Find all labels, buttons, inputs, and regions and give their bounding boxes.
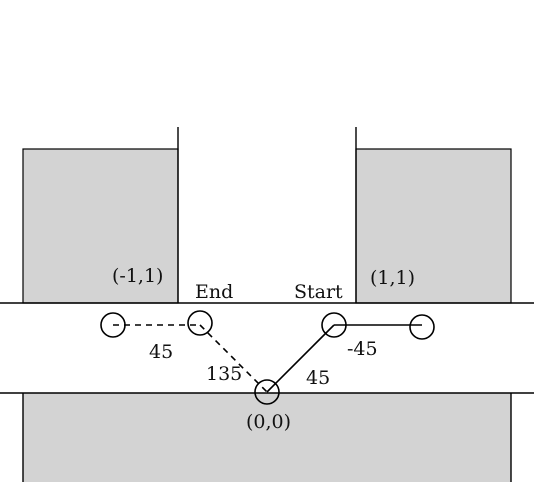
joint-end: [187, 310, 213, 336]
right-upper-block: [355, 148, 512, 304]
joint-right-outer: [409, 314, 435, 340]
angle-center-right-label: 45: [306, 367, 330, 389]
end-label: End: [195, 281, 233, 303]
angle-left-link-label: 45: [149, 341, 173, 363]
bottom-block: [23, 393, 511, 482]
joint-left-outer: [100, 312, 126, 338]
start-link-lower: [266, 324, 335, 393]
angle-right-link-label: -45: [347, 338, 378, 360]
joint-start: [321, 312, 347, 338]
joint-origin: [254, 379, 280, 405]
angle-center-left-label: 135: [206, 363, 242, 385]
origin-coord-label: (0,0): [246, 411, 291, 433]
start-label: Start: [294, 281, 343, 303]
end-link-lower: [199, 324, 268, 393]
left-upper-block: [22, 148, 179, 304]
right-coord-label: (1,1): [370, 267, 415, 289]
left-coord-label: (-1,1): [112, 265, 163, 287]
